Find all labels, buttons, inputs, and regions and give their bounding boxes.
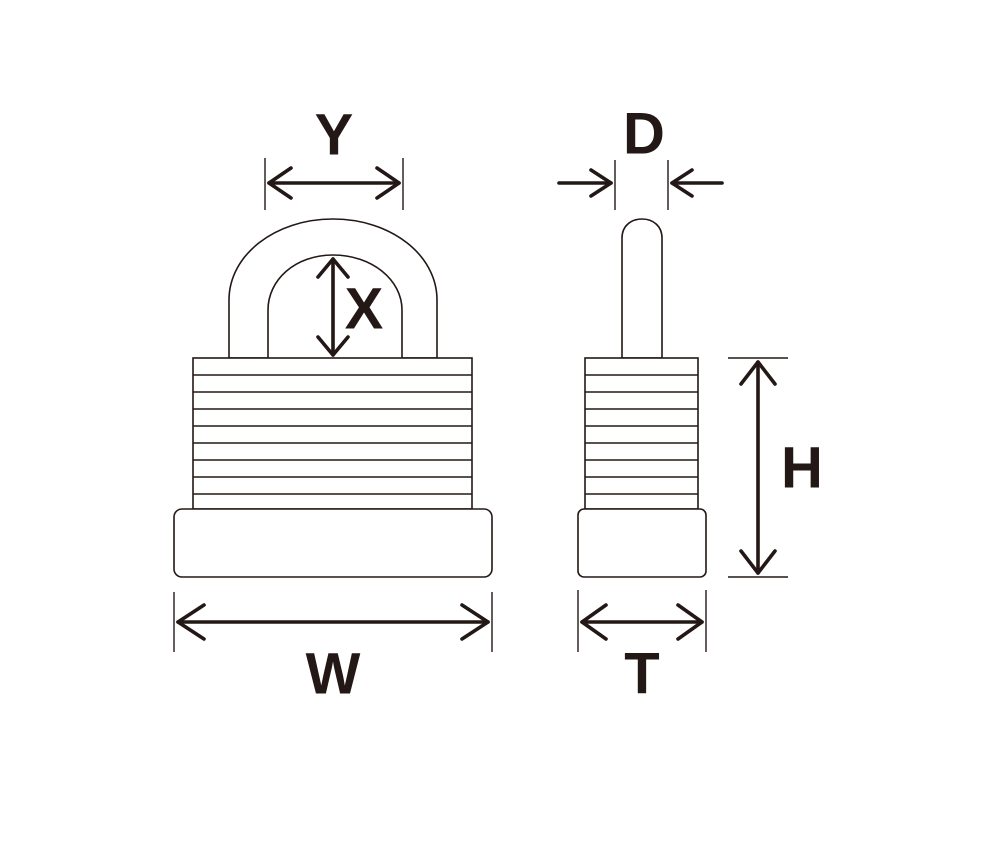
front-shackle — [228, 218, 438, 359]
w-label: W — [306, 642, 361, 707]
dimension-y: Y — [264, 103, 404, 210]
w-arrowhead-right — [460, 603, 490, 641]
dimension-d: D — [557, 102, 724, 210]
d-label: D — [623, 102, 665, 167]
front-lamination-lines — [193, 374, 472, 495]
side-lamination-lines — [585, 374, 698, 495]
t-arrowhead-left — [580, 603, 608, 641]
h-label: H — [781, 436, 823, 501]
y-arrowhead-left — [267, 166, 293, 200]
front-bumper-base — [173, 508, 493, 578]
x-arrowhead-top — [316, 257, 350, 279]
w-arrowhead-left — [176, 603, 206, 641]
dimension-w: W — [173, 592, 493, 707]
d-arrowhead-left — [589, 168, 613, 198]
t-arrowhead-right — [676, 603, 704, 641]
t-label: T — [624, 642, 659, 707]
h-arrowhead-bottom — [739, 549, 777, 575]
x-label: X — [345, 277, 384, 342]
front-laminated-body — [192, 357, 473, 510]
x-arrowhead-bottom — [316, 335, 350, 357]
d-arrowhead-right — [670, 168, 694, 198]
padlock-side-view — [577, 218, 707, 578]
dimension-h: H — [728, 357, 823, 578]
h-arrowhead-top — [739, 360, 777, 386]
side-bumper-base — [577, 508, 707, 578]
padlock-front-view — [173, 218, 493, 578]
dimension-x: X — [316, 257, 384, 357]
side-laminated-body — [584, 357, 699, 510]
dimension-t: T — [577, 590, 707, 707]
side-shackle — [621, 218, 663, 359]
y-label: Y — [315, 103, 354, 168]
y-arrowhead-right — [375, 166, 401, 200]
